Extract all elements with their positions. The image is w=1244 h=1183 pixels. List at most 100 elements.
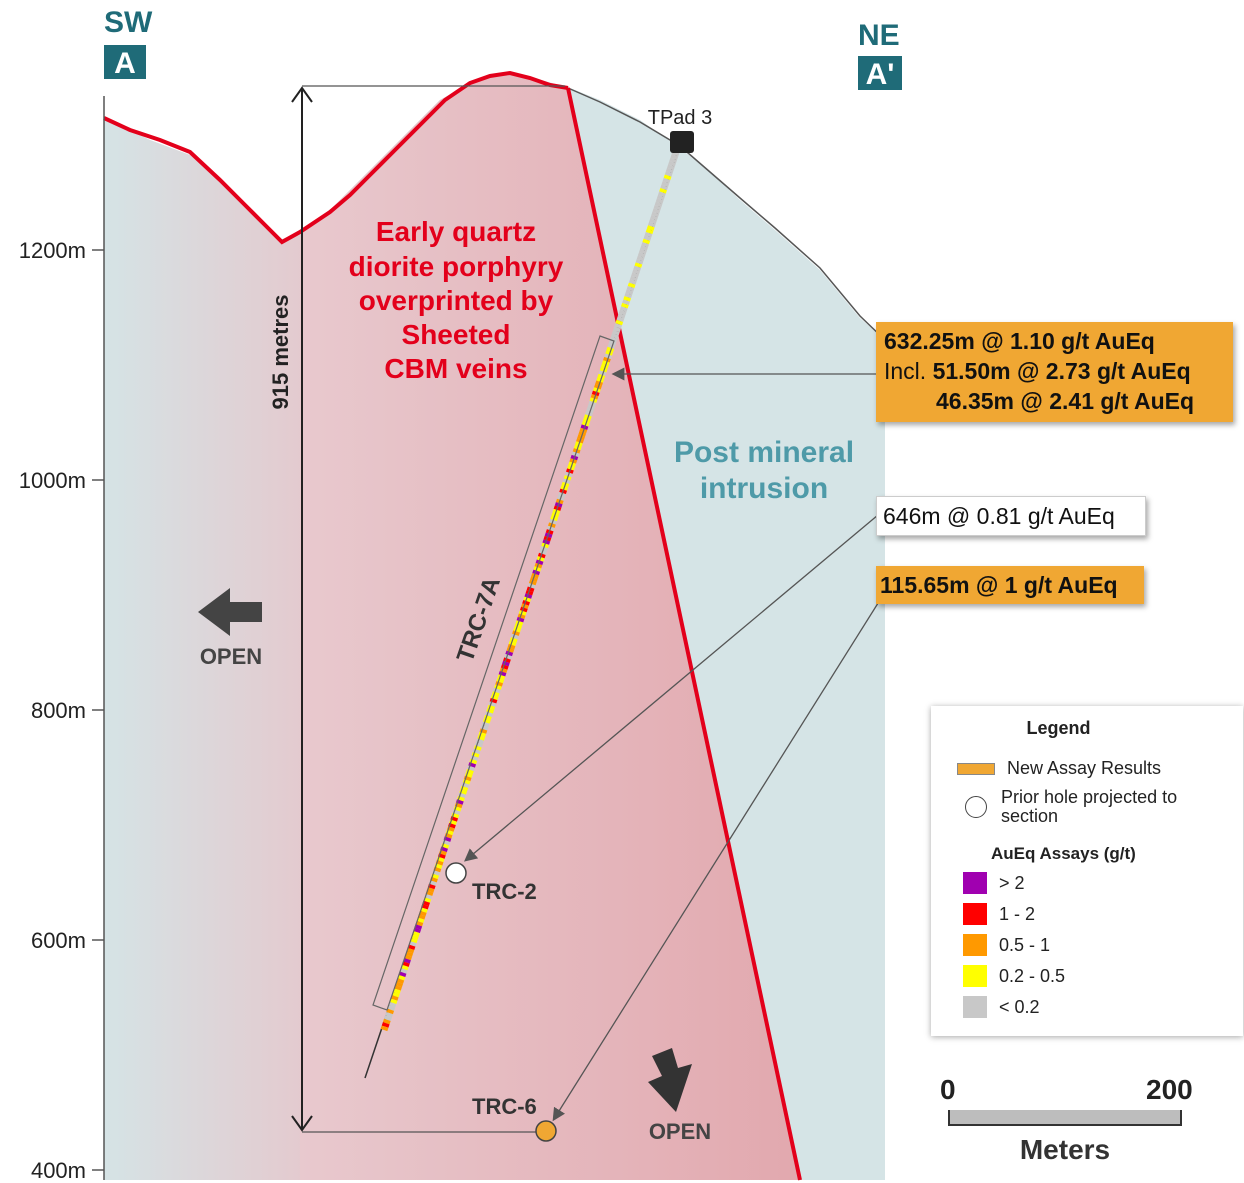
assay-segment [624,292,633,299]
tick-label-1200: 1200m [19,238,86,263]
assay-segment [426,887,435,893]
legend-row-new-assay: New Assay Results [957,758,1161,779]
assay-segment [391,991,400,998]
assay-segment [653,204,662,211]
assay-segment [664,171,673,177]
assay-segment [625,289,634,295]
porphyry-label-line2: diorite porphyry [349,251,564,282]
legend-class-swatch [963,903,987,925]
assay-segment [430,876,438,883]
assay-segment [479,728,488,734]
legend-prior-hole-swatch [965,796,987,818]
assay-segment [621,302,629,309]
assay-segment [469,758,478,765]
intrusion-label-line1: Post mineral [674,436,854,469]
assay-segment [454,802,463,809]
scale-end-label: 200 [1146,1074,1193,1105]
assay-segment [424,893,433,900]
legend-class-label: < 0.2 [999,996,1040,1017]
assay-segment [490,694,499,701]
assay-segment [403,957,411,964]
porphyry-label: Early quartz diorite porphyry overprinte… [349,216,564,384]
assay-segment [518,610,527,616]
assay-segment [499,667,508,674]
assay-segment [451,812,460,819]
left-host-rock [104,118,300,1180]
prior-hole-trc2-marker [445,862,467,884]
assay-segment [404,954,413,961]
assay-segment [421,903,429,910]
callout-main-incl: Incl. [884,358,927,384]
right-direction: NE [858,19,900,52]
assay-segment [414,924,423,930]
assay-segment [496,677,505,684]
assay-segment [603,356,611,363]
assay-segment [400,964,409,971]
assay-segment [423,897,432,903]
assay-segment [509,637,518,643]
assay-segment [669,157,678,164]
assay-segment [643,235,652,241]
legend-class-row: 0.5 - 1 [963,934,1050,956]
assay-segment [399,968,408,974]
assay-segment [380,1025,389,1032]
assay-segment [650,215,658,221]
intrusion-label-line2: intrusion [700,472,828,505]
open-label-bottom: OPEN [649,1119,711,1144]
assay-segment [402,961,410,967]
legend: Legend New Assay Results Prior hole proj… [931,706,1243,1036]
assay-segment [659,188,667,194]
assay-segment [636,255,645,262]
assay-segment [460,785,469,792]
open-label-left: OPEN [200,644,262,669]
assay-segment [485,711,493,718]
assay-segment [487,704,496,711]
callout-main-line1: 632.25m @ 1.10 g/t AuEq [884,328,1155,354]
assay-segment [422,900,430,907]
assay-segment [522,600,530,606]
assay-segment [486,708,495,714]
assay-segment [632,269,641,275]
assay-segment [427,883,436,890]
assay-segment [647,221,656,228]
dimension-label: 915 metres [268,295,293,410]
assay-segment [428,880,437,886]
assay-segment [505,650,514,657]
drill-pad-label: TPad 3 [648,107,712,129]
tick-label-800: 800m [31,698,86,723]
legend-class-label: 0.5 - 1 [999,934,1051,955]
assay-segment [389,998,398,1005]
assay-segment [476,738,484,745]
new-assay-interval-box [372,335,615,1011]
assay-segment [606,346,615,353]
callout-main-line2-value: 51.50m @ 2.73 g/t AuEq [932,358,1191,384]
assay-segment [645,228,654,235]
open-arrow-bottom: OPEN [648,1048,711,1144]
left-section-letter: A [114,47,136,80]
assay-segment [489,697,498,704]
assay-segment [516,616,525,623]
assay-segment [396,978,405,984]
scale-start-label: 0 [940,1074,956,1105]
assay-segment [470,755,479,761]
assay-segment [617,312,626,319]
assay-segment [618,309,627,316]
tick-label-600: 600m [31,928,86,953]
assay-segment [449,819,457,826]
assay-segment [435,860,444,866]
assay-segment [491,691,500,697]
assay-segment [448,822,456,829]
assay-segment [519,606,528,613]
assay-segment [665,167,674,174]
legend-class-row: 1 - 2 [963,903,1035,925]
assay-segment [658,191,666,198]
assay-segment [533,566,542,572]
assay-segment [635,258,644,265]
assay-segment [662,177,671,184]
assay-segment [607,343,616,349]
assay-segment [497,674,506,680]
assay-segment [390,995,399,1001]
assay-segment [482,718,491,724]
assay-segment [388,1001,397,1008]
